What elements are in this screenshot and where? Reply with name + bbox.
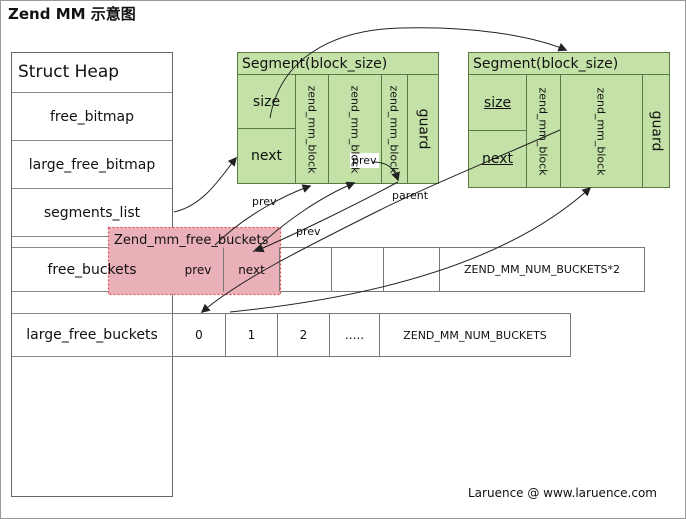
segment1-prev-tag: prev <box>352 154 377 167</box>
large-bucket-ellipsis: ..... <box>344 328 365 342</box>
arrow-prev-tag-to-block <box>371 161 400 182</box>
segment2-guard: guard <box>648 110 664 152</box>
large-bucket-0: 0 <box>195 328 203 342</box>
heap-segments-list: segments_list <box>43 204 141 221</box>
segment1-next: next <box>250 148 282 164</box>
segment1-title: Segment(block_size) <box>242 55 388 72</box>
arrow-label-parent: parent <box>392 189 429 202</box>
segment1-block-a: zend_mm_block <box>305 84 319 174</box>
arrow-next-to-block <box>252 181 356 253</box>
free-bucket-last: ZEND_MM_NUM_BUCKETS*2 <box>463 263 621 276</box>
segment1-size: size <box>252 93 281 110</box>
free-bucket-next: next <box>238 262 265 277</box>
free-buckets-group-label: Zend_mm_free_buckets <box>114 233 269 248</box>
free-bucket-prev: prev <box>184 262 212 277</box>
arrow-label-prev-2: prev <box>296 225 321 238</box>
segment1-guard: guard <box>415 108 431 150</box>
segment2-size: size <box>483 94 512 111</box>
large-bucket-2: 2 <box>299 328 308 342</box>
arrow-parent-to-large-bucket <box>200 129 561 313</box>
arrow-block-to-next <box>254 181 399 253</box>
segment2-title: Segment(block_size) <box>473 55 619 72</box>
credit-text: Laruence @ www.laruence.com <box>468 486 657 500</box>
heap-large-free-bitmap: large_free_bitmap <box>28 156 156 173</box>
heap-title: Struct Heap <box>18 62 120 82</box>
large-bucket-1: 1 <box>247 328 256 342</box>
heap-free-buckets: free_buckets <box>47 261 137 278</box>
heap-free-bitmap: free_bitmap <box>50 108 134 125</box>
diagram-title: Zend MM 示意图 <box>8 5 136 23</box>
heap-large-free-buckets: large_free_buckets <box>26 327 158 343</box>
large-buckets-row <box>172 313 571 357</box>
arrow-prev-to-block <box>214 184 312 246</box>
arrow-segment1-to-segment2 <box>269 27 568 119</box>
large-bucket-last: ZEND_MM_NUM_BUCKETS <box>403 328 547 342</box>
arrow-label-prev-1: prev <box>252 195 277 208</box>
segment2-block-b: zend_mm_block <box>595 86 608 176</box>
arrow-large-buckets-to-segment2 <box>229 186 592 313</box>
free-buckets-highlight <box>107 226 282 296</box>
segment2-next: next <box>481 151 513 167</box>
segment1-block-c: zend_mm_block <box>388 84 401 174</box>
segment1-prev-tag-box <box>350 153 379 168</box>
arrow-segments-list-to-segment1 <box>173 156 237 213</box>
segment2-block-a: zend_mm_block <box>537 86 550 176</box>
